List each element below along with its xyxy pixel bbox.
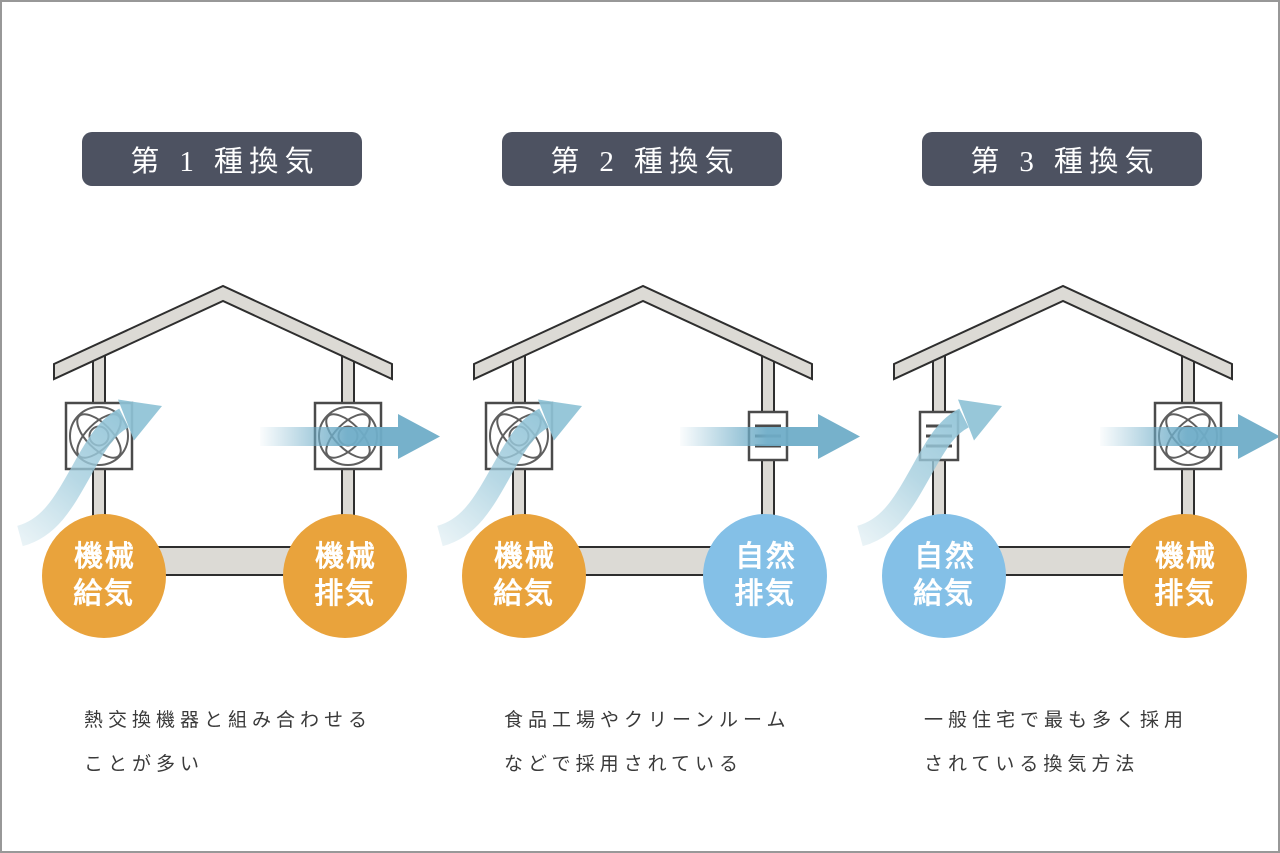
column-description: 食品工場やクリーンルーム などで採用されている: [504, 702, 834, 790]
column-title-badge: 第 3 種換気: [922, 132, 1202, 186]
exhaust-air-label: 自然 排気: [703, 514, 827, 638]
supply-air-label: 機械 給気: [42, 514, 166, 638]
supply-air-label: 自然 給気: [882, 514, 1006, 638]
column-description: 一般住宅で最も多く採用 されている換気方法: [924, 702, 1254, 790]
column-description: 熱交換機器と組み合わせる ことが多い: [84, 702, 414, 790]
exhaust-air-label: 機械 排気: [283, 514, 407, 638]
exhaust-air-label: 機械 排気: [1123, 514, 1247, 638]
description-line: などで採用されている: [504, 754, 744, 775]
column-title-badge: 第 1 種換気: [82, 132, 362, 186]
column-title-badge: 第 2 種換気: [502, 132, 782, 186]
ventilation-column-type3: 第 3 種換気 自然 給気 機械 排気 一般住宅で最も多く採用 されている換気方…: [842, 2, 1262, 851]
supply-air-label: 機械 給気: [462, 514, 586, 638]
description-line: されている換気方法: [924, 754, 1140, 775]
description-line: 食品工場やクリーンルーム: [504, 710, 791, 731]
description-line: 熱交換機器と組み合わせる: [84, 710, 373, 731]
description-line: 一般住宅で最も多く採用: [924, 710, 1189, 731]
description-line: ことが多い: [84, 754, 205, 775]
ventilation-column-type2: 第 2 種換気 機械 給気 自然 排気 食品工場やクリーンルーム などで採用され…: [422, 2, 842, 851]
ventilation-column-type1: 第 1 種換気 機械 給気 機械 排気 熱交換機器と組み合わせる ことが多い: [2, 2, 422, 851]
